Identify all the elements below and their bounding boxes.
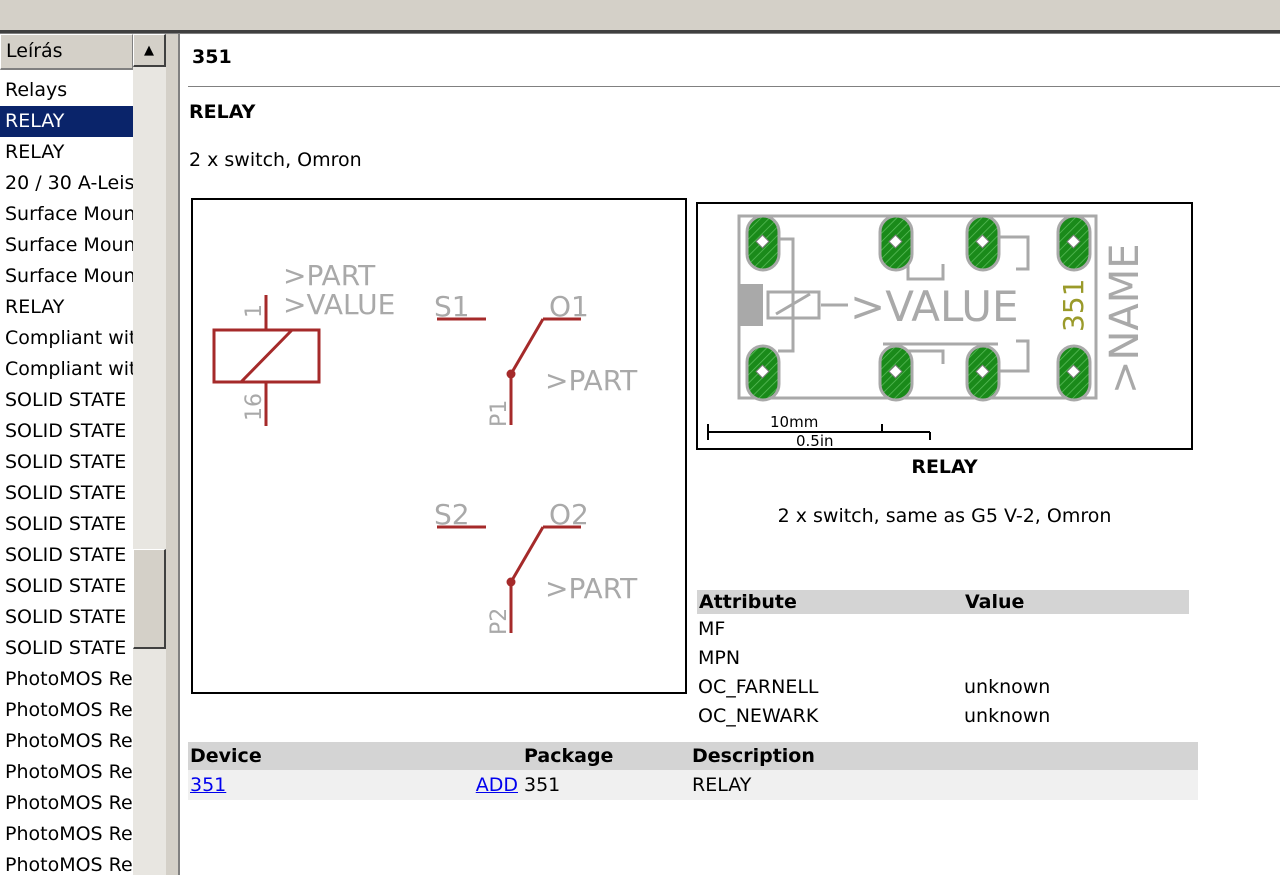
- coil-diagonal: [239, 328, 294, 384]
- device-link[interactable]: 351: [190, 774, 227, 796]
- list-item[interactable]: Surface Moun: [5, 234, 133, 256]
- pin-1-label: 1: [242, 304, 267, 318]
- list-item[interactable]: SOLID STATE I: [5, 482, 133, 504]
- list-item[interactable]: SOLID STATE I: [5, 420, 133, 442]
- title-divider: [188, 86, 1280, 87]
- o2-label: O2: [549, 498, 589, 531]
- value-label: >VALUE: [283, 288, 395, 321]
- o1-label: O1: [549, 290, 589, 323]
- list-column-header[interactable]: Leírás: [0, 34, 133, 70]
- scroll-up-button[interactable]: ▲: [133, 34, 166, 67]
- device-description: 2 x switch, Omron: [189, 149, 362, 171]
- list-item[interactable]: SOLID STATE I: [5, 575, 133, 597]
- device-column-header: Device: [188, 742, 522, 770]
- table-row: OC_FARNELL unknown: [697, 672, 1189, 701]
- attribute-value-cell: unknown: [964, 675, 1051, 698]
- list-item[interactable]: SOLID STATE I: [5, 606, 133, 628]
- table-row: MF: [697, 614, 1189, 643]
- list-item[interactable]: Surface Moun: [5, 203, 133, 225]
- list-item[interactable]: RELAY: [5, 141, 65, 163]
- table-row: OC_NEWARK unknown: [697, 701, 1189, 730]
- attribute-name-cell: MF: [698, 617, 726, 640]
- list-item[interactable]: PhotoMOS Re: [5, 699, 133, 721]
- scroll-thumb[interactable]: [133, 549, 166, 649]
- toolbar-divider: [0, 30, 1280, 33]
- package-column-header: Package: [522, 742, 690, 770]
- list-item[interactable]: SOLID STATE I: [5, 451, 133, 473]
- package-cell: 351: [522, 770, 690, 800]
- list-item[interactable]: Relays: [5, 79, 68, 101]
- list-item[interactable]: SOLID STATE I: [5, 389, 133, 411]
- attribute-name-cell: OC_FARNELL: [698, 675, 819, 698]
- package-value-label: >VALUE: [850, 282, 1019, 331]
- device-title: 351: [192, 46, 232, 68]
- package-description: 2 x switch, same as G5 V-2, Omron: [777, 505, 1112, 527]
- list-item[interactable]: PhotoMOS Re: [5, 792, 133, 814]
- attribute-name-cell: OC_NEWARK: [698, 704, 819, 727]
- p1-label: P1: [487, 400, 512, 427]
- package-footprint-drawing: >VALUE 351 >NAME 10mm 0.5in: [707, 214, 1148, 450]
- list-item[interactable]: PhotoMOS Re: [5, 761, 133, 783]
- list-scrollbar[interactable]: ▲: [133, 34, 166, 875]
- arrow-up-icon: ▲: [144, 42, 154, 58]
- s1-label: S1: [434, 290, 470, 323]
- attribute-value-cell: [963, 614, 1189, 643]
- list-item[interactable]: 20 / 30 A-Leis: [5, 172, 133, 194]
- attribute-value-cell: [963, 643, 1189, 672]
- list-item[interactable]: PhotoMOS Re: [5, 730, 133, 752]
- s2-label: S2: [434, 498, 470, 531]
- device-heading: RELAY: [189, 101, 256, 123]
- package-name-label: >NAME: [1102, 243, 1148, 394]
- list-item[interactable]: PhotoMOS Re: [5, 854, 133, 875]
- pin-16-label: 16: [242, 393, 267, 421]
- value-column-header: Value: [963, 590, 1189, 614]
- list-item[interactable]: PhotoMOS Re: [5, 668, 133, 690]
- list-item[interactable]: PhotoMOS Re: [5, 823, 133, 845]
- device-detail-pane: 351 RELAY 2 x switch, Omron: [180, 34, 1280, 875]
- switch2-part-label: >PART: [545, 572, 638, 605]
- description-cell: RELAY: [690, 770, 1198, 800]
- list-item[interactable]: Surface Moun: [5, 265, 133, 287]
- add-link[interactable]: ADD: [475, 774, 518, 796]
- pane-splitter[interactable]: [166, 34, 180, 875]
- top-toolbar: [0, 0, 1280, 30]
- list-item[interactable]: SOLID STATE I: [5, 544, 133, 566]
- table-row: 351 ADD 351 RELAY: [188, 770, 1198, 800]
- devices-table: Device Package Description 351 ADD 351 R…: [188, 742, 1198, 800]
- list-item[interactable]: Compliant with: [5, 327, 133, 349]
- attribute-value-cell: unknown: [964, 704, 1051, 727]
- p2-label: P2: [487, 608, 512, 635]
- scale-bar: [707, 424, 931, 440]
- list-item[interactable]: RELAY: [0, 106, 133, 137]
- package-351-label: 351: [1057, 279, 1090, 332]
- list-item[interactable]: Compliant with: [5, 358, 133, 380]
- table-row: MPN: [697, 643, 1189, 672]
- part-label: >PART: [283, 259, 376, 292]
- list-item[interactable]: SOLID STATE I: [5, 513, 133, 535]
- attribute-column-header: Attribute: [697, 590, 963, 614]
- switch1-part-label: >PART: [545, 364, 638, 397]
- attribute-name-cell: MPN: [698, 646, 741, 669]
- scale-mm-label: 10mm: [770, 413, 818, 431]
- description-column-header: Description: [690, 742, 1198, 770]
- list-item[interactable]: RELAY: [5, 296, 65, 318]
- package-title: RELAY: [911, 456, 978, 478]
- scale-in-label: 0.5in: [796, 432, 834, 448]
- package-preview: >VALUE 351 >NAME 10mm 0.5in: [696, 202, 1193, 450]
- schematic-symbol-drawing: >PART >VALUE S1 O1 >PART S2 O2 >PART 1 1…: [212, 259, 638, 635]
- list-item[interactable]: SOLID STATE I: [5, 637, 133, 659]
- schematic-preview: >PART >VALUE S1 O1 >PART S2 O2 >PART 1 1…: [191, 198, 687, 694]
- pin1-marker: [739, 284, 763, 326]
